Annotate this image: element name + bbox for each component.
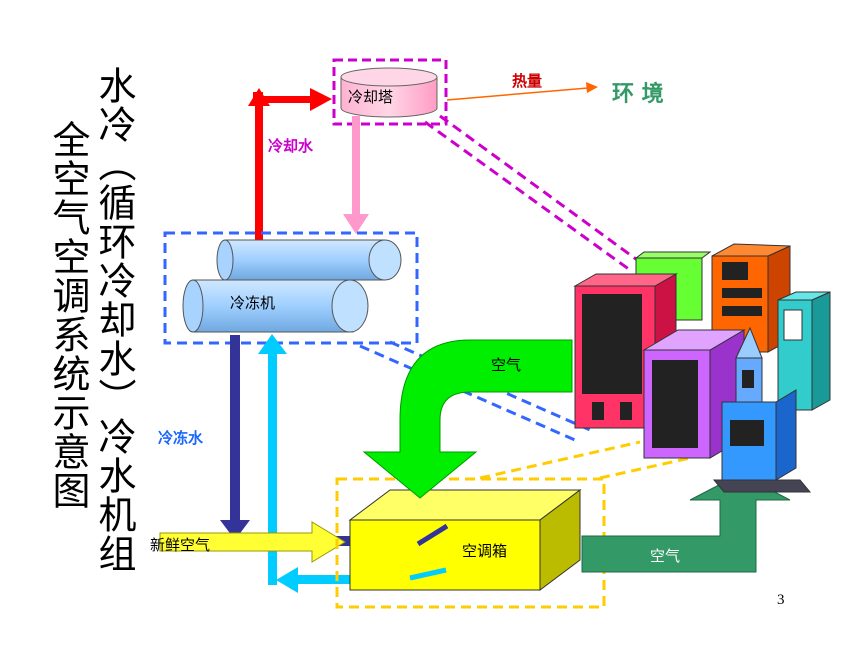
ahu-box (335, 477, 606, 609)
page-number: 3 (777, 592, 785, 608)
air-supply-arrow-green (362, 339, 573, 499)
air-top-label: 空气 (491, 356, 522, 374)
air-handling-unit (335, 477, 606, 609)
title-line2: 全空气空调系统示意图 (46, 120, 90, 510)
heat-arrow (446, 82, 598, 101)
fresh-air-label: 新鲜空气 (150, 536, 211, 554)
cooling-tower (332, 58, 448, 126)
cooling-water-pipe (248, 88, 332, 240)
cooling-water-return-pipe (343, 116, 369, 234)
chilled-water-label: 冷冻水 (158, 429, 204, 447)
cooling-tower-box (332, 58, 448, 126)
chiller (163, 231, 419, 345)
cooling-tower-label: 冷却塔 (348, 88, 394, 106)
environment-label: 环 境 (612, 82, 664, 107)
title-line1: 水冷（循环冷却水）冷水机组 (92, 66, 136, 573)
chiller-label: 冷冻机 (230, 294, 276, 312)
cooling-water-label: 冷却水 (268, 137, 314, 155)
fresh-air-arrow (159, 521, 346, 563)
heat-label: 热量 (512, 72, 543, 90)
cooling-tower-top (340, 67, 438, 87)
cooling-tower-body (340, 76, 438, 118)
chiller-box (163, 231, 419, 345)
ahu-label: 空调箱 (462, 542, 508, 560)
ahu-coil-lines (409, 523, 449, 581)
buildings-illustration (573, 243, 831, 493)
air-bottom-label: 空气 (650, 547, 681, 565)
